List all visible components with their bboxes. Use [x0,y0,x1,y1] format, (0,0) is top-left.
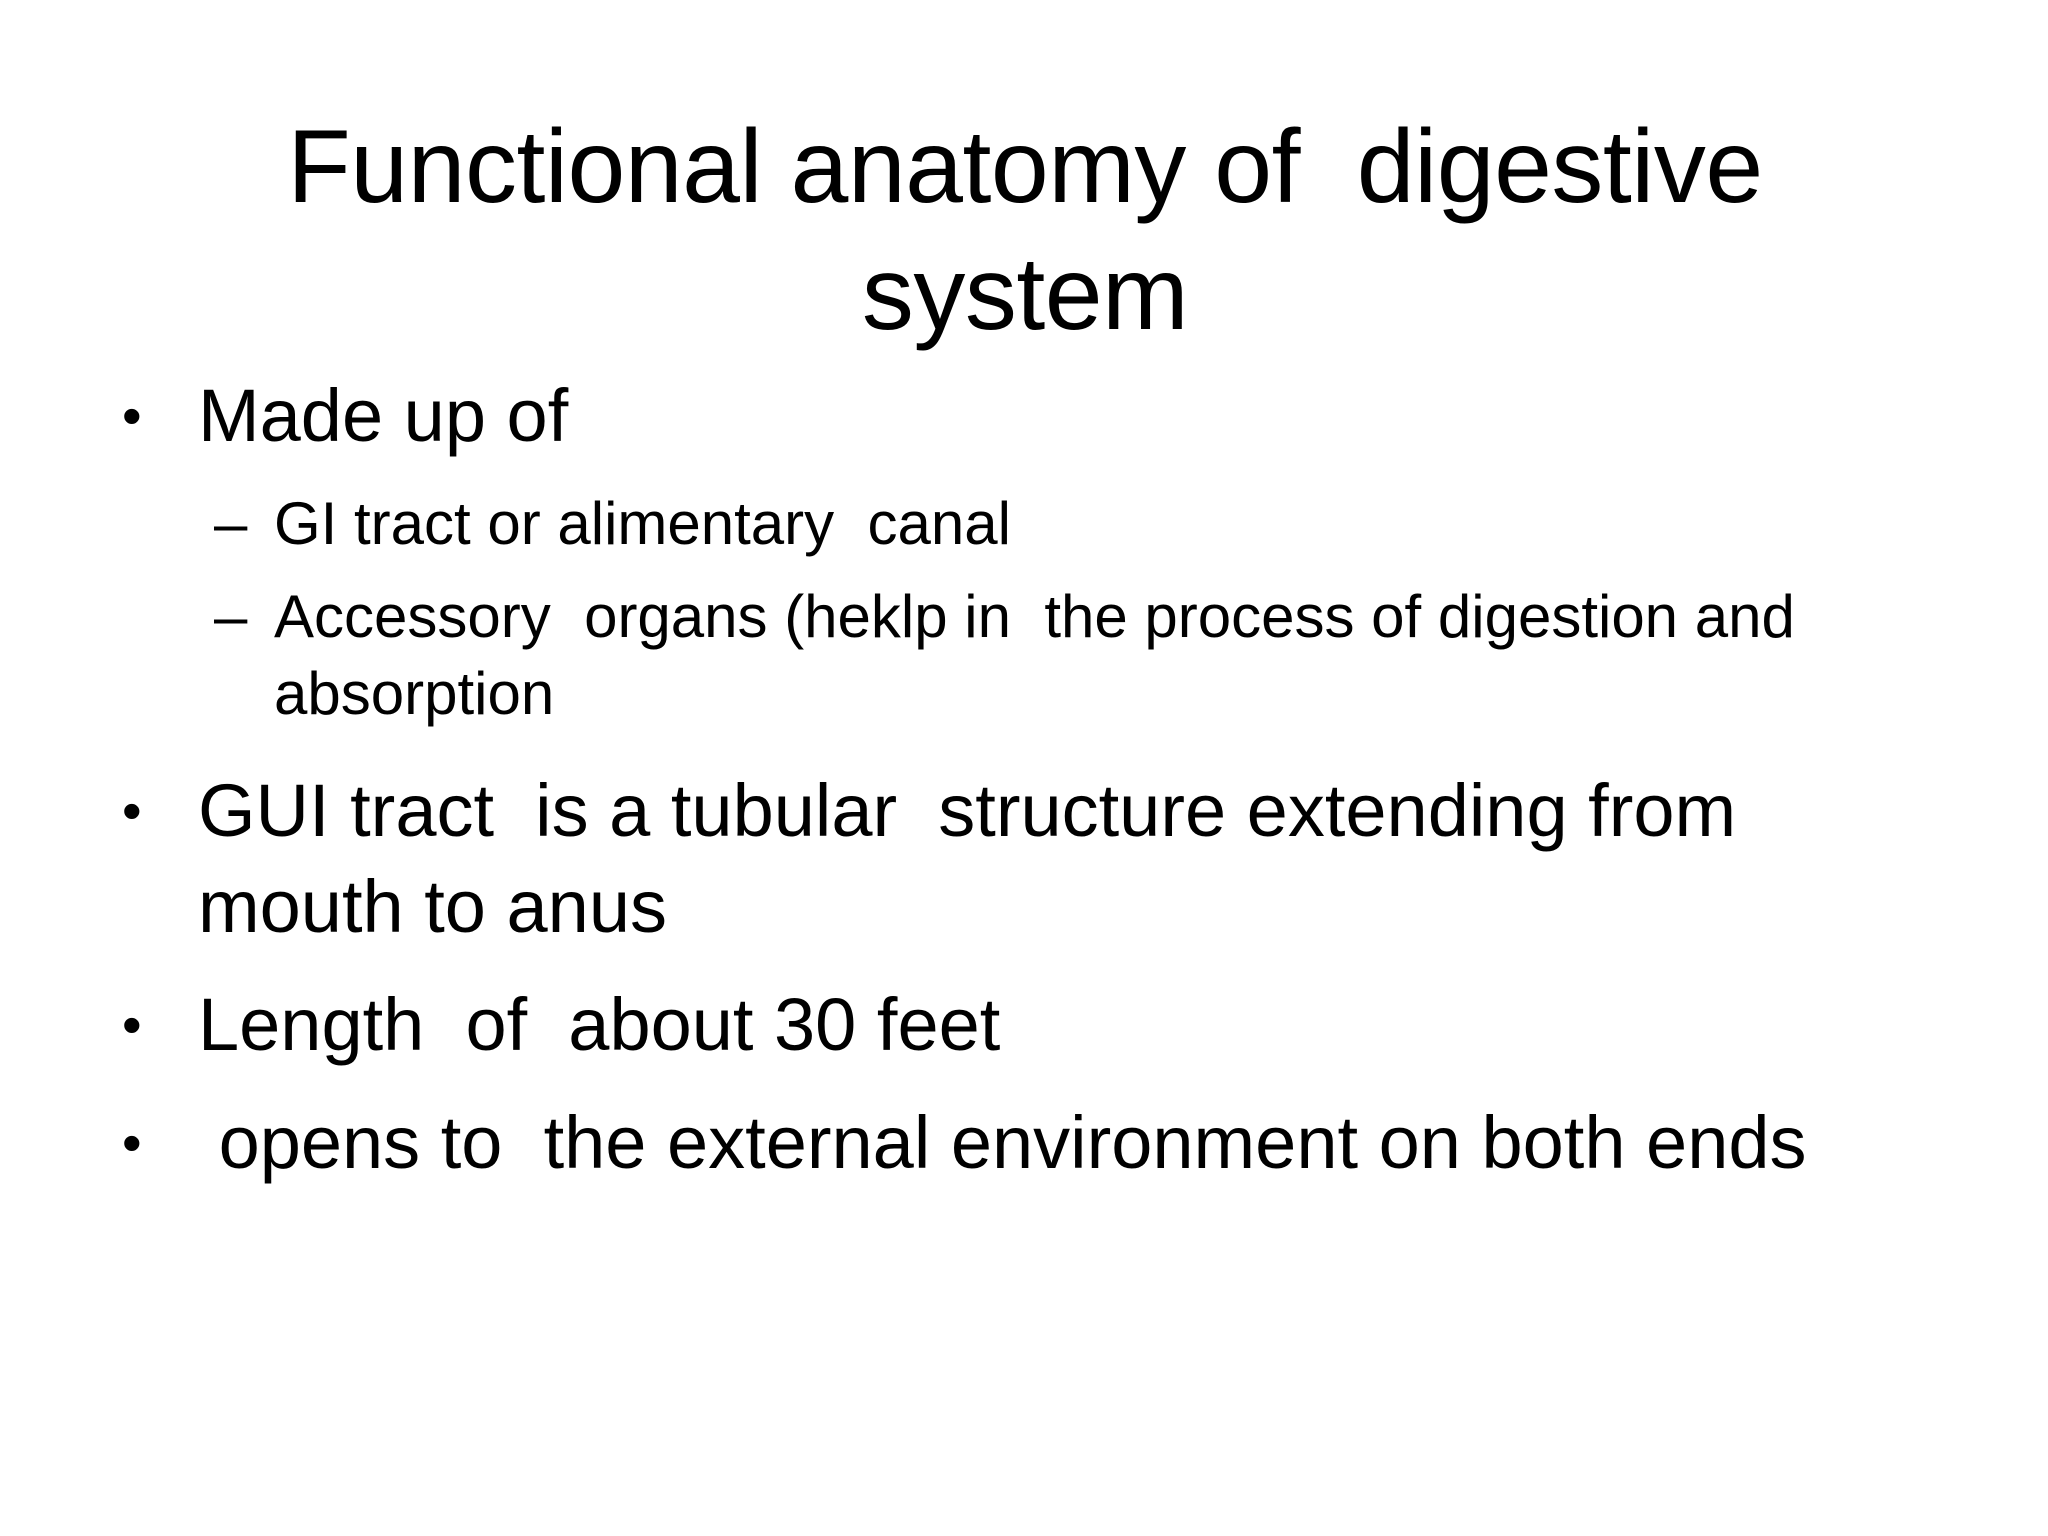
bullet-text: Length of about 30 feet [198,983,1001,1067]
bullet-item-made-up-of: • Made up of [110,368,1970,464]
slide-title: Functional anatomy of digestive system [287,108,1792,352]
bullet-text: GUI tract is a tubular structure extendi… [198,768,1778,948]
bullet-text: Made up of [198,374,569,457]
bullet-item-length: • Length of about 30 feet [110,977,1970,1073]
dash-bullet-marker-icon: – [214,583,248,651]
bullet-text: opens to the external environment on bot… [198,1101,1807,1185]
bullet-item-gui-tract: • GUI tract is a tubular structure exten… [110,763,1970,955]
bullet-marker-icon: • [122,778,142,842]
bullet-item-gi-tract: – GI tract or alimentary canal [206,486,1970,563]
slide-body-bullet-list: • Made up of – GI tract or alimentary ca… [110,368,1970,1214]
bullet-marker-icon: • [122,384,142,447]
bullet-marker-icon: • [122,1111,142,1175]
bullet-text: Accessory organs (heklp in the process o… [274,583,1812,727]
bullet-text: GI tract or alimentary canal [274,490,1011,558]
dash-bullet-marker-icon: – [214,490,248,558]
bullet-item-opens-external: • opens to the external environment on b… [110,1095,1970,1191]
bullet-item-accessory-organs: – Accessory organs (heklp in the process… [206,579,1970,733]
bullet-marker-icon: • [122,993,142,1057]
